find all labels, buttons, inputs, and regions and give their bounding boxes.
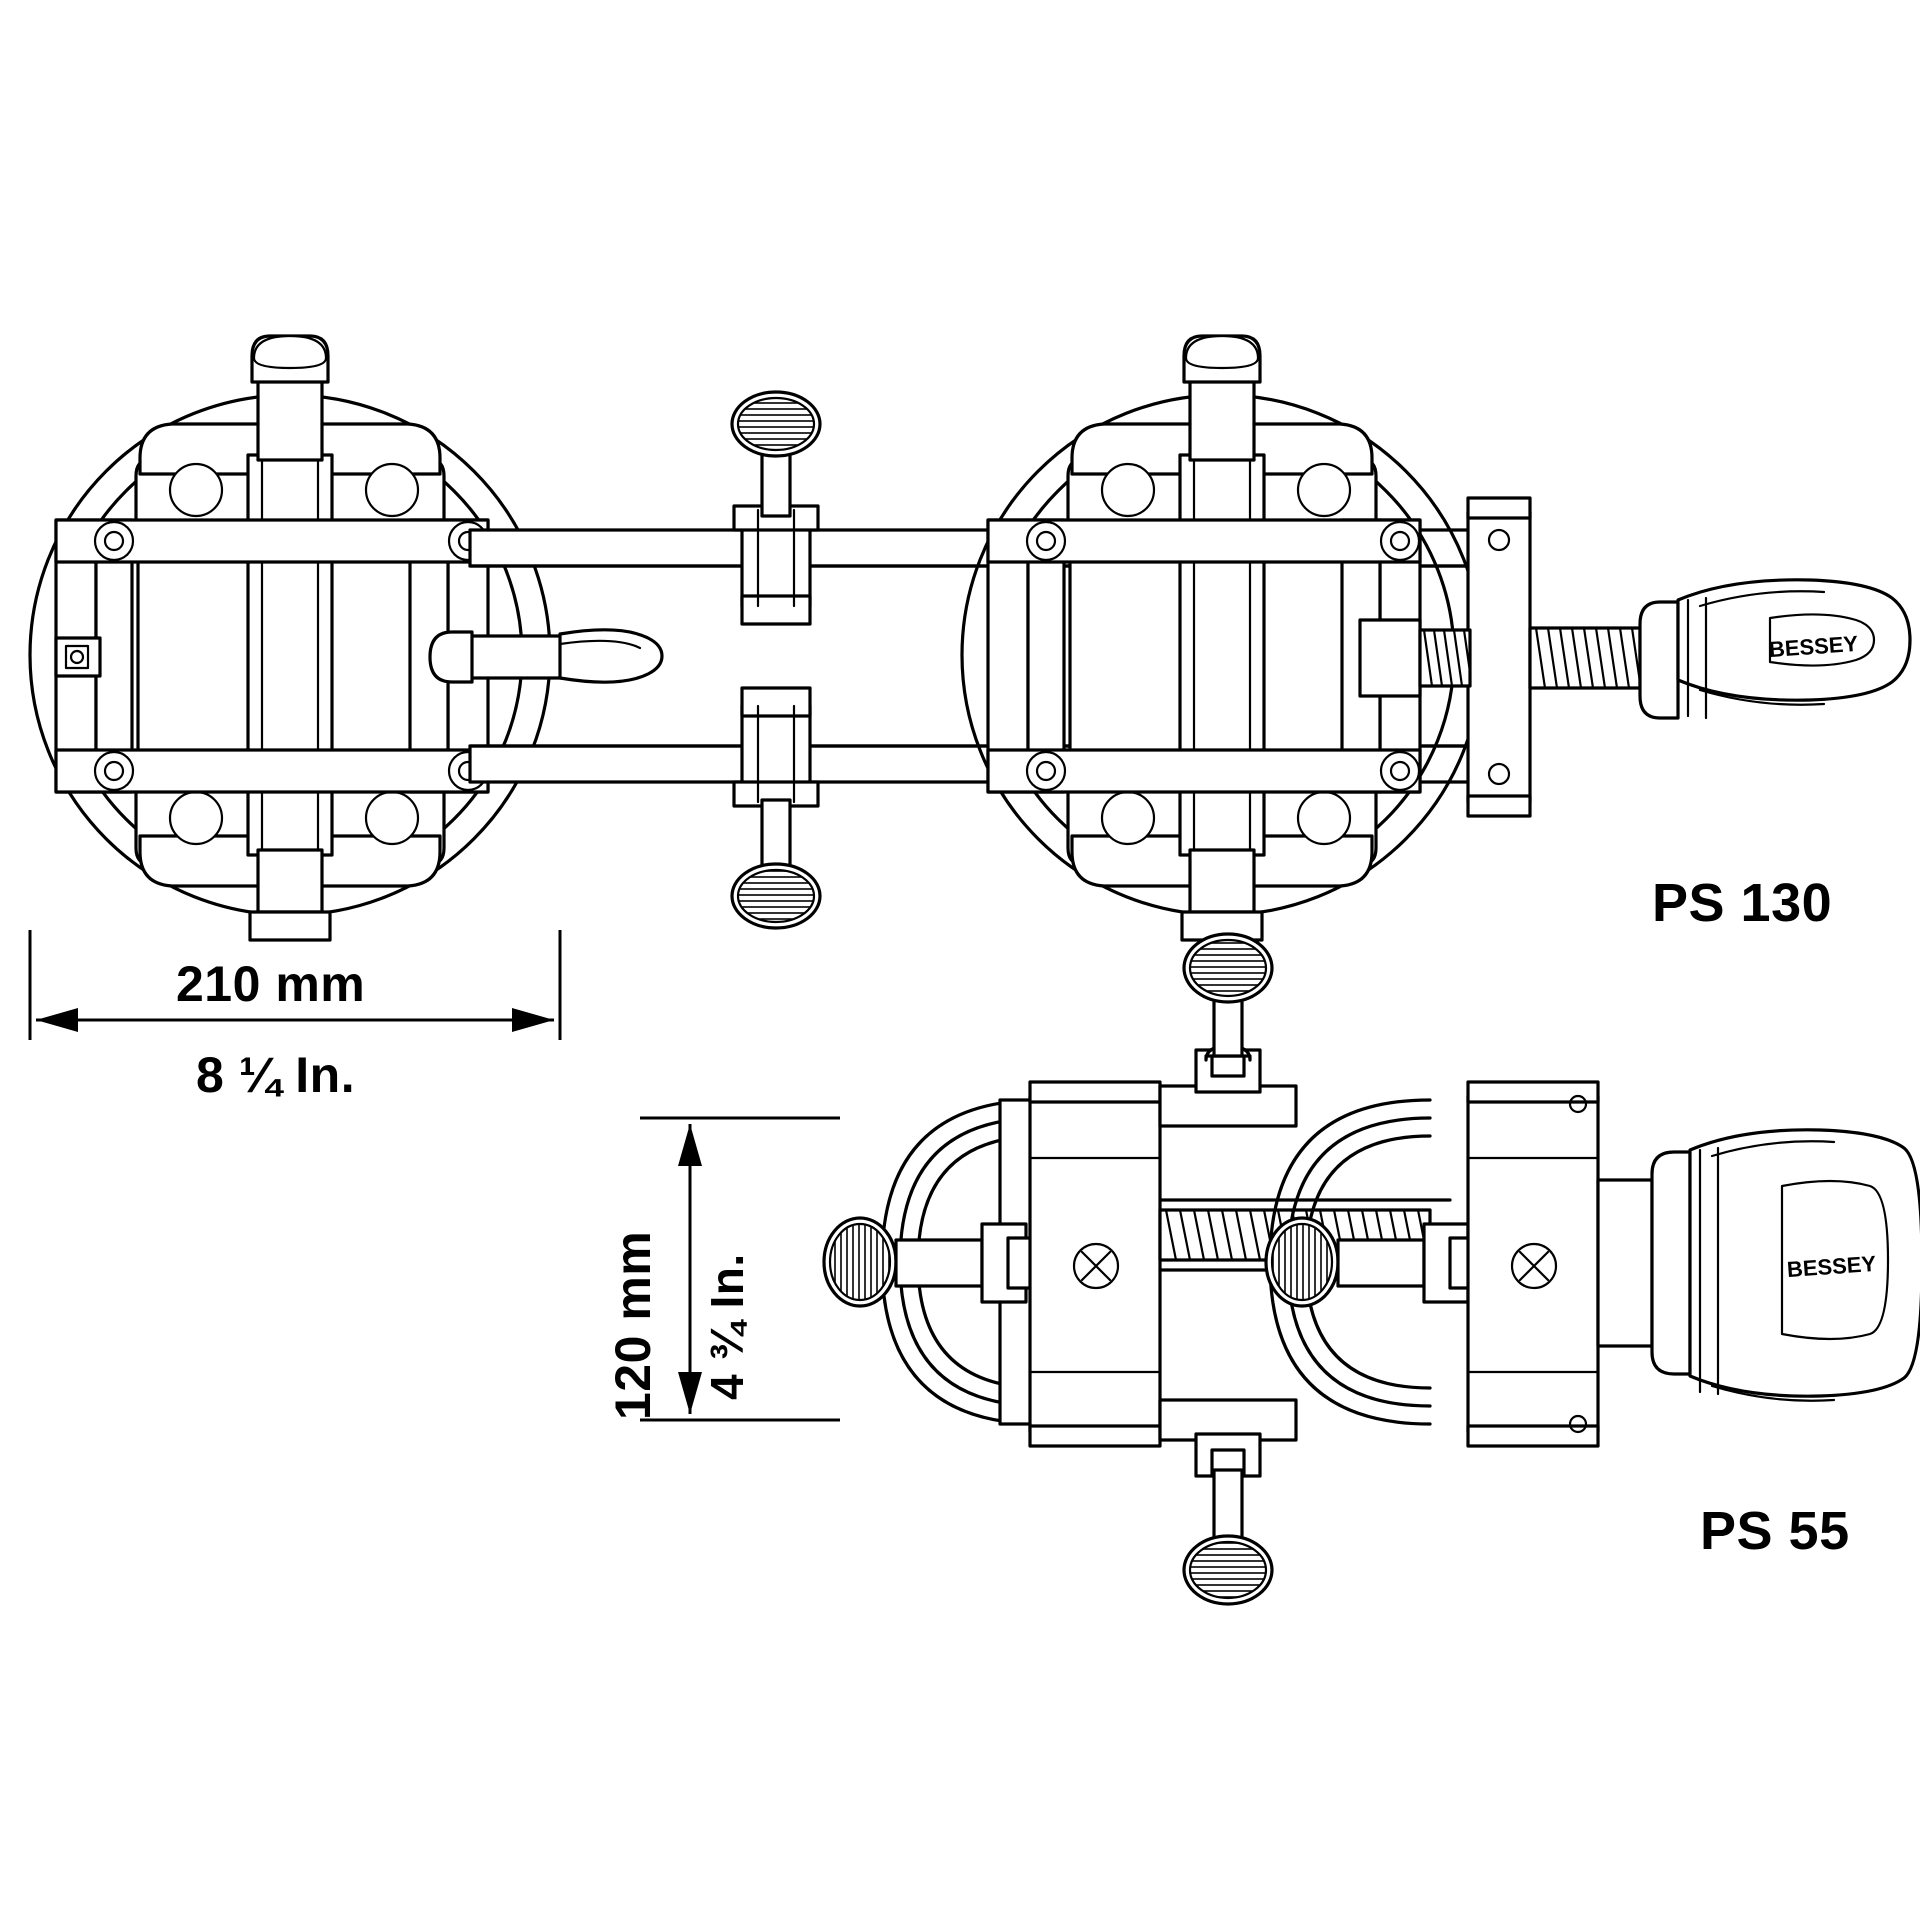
ps55-handle: BESSEY <box>1596 1128 1920 1402</box>
ps130-right-frame <box>986 518 1422 794</box>
svg-text:BESSEY: BESSEY <box>1768 631 1859 662</box>
ps55-right-block <box>1466 1080 1600 1448</box>
ps55-pad-bottom <box>1158 1398 1298 1606</box>
ps55-left-block <box>1028 1080 1162 1448</box>
ps55-drawing: BESSEY <box>640 932 1920 1606</box>
model-label-ps130: PS 130 <box>1652 873 1833 933</box>
ps130-pad-top <box>730 390 822 626</box>
ps55-right-cup <box>1264 1098 1478 1426</box>
dimension-120-mm: 120 mm <box>605 1230 661 1420</box>
ps130-width-dimension <box>28 930 562 1040</box>
ps130-drawing: BESSEY <box>28 334 1912 1040</box>
ps55-pad-top <box>1158 932 1298 1128</box>
ps55-height-dimension <box>640 1116 840 1422</box>
ps55-left-cup <box>822 1098 1052 1426</box>
svg-text:BESSEY: BESSEY <box>1786 1251 1877 1282</box>
model-label-ps55: PS 55 <box>1700 1501 1850 1561</box>
ps130-pad-bottom <box>730 686 822 930</box>
ps130-lever <box>428 628 664 684</box>
ps130-spindle-handle: BESSEY <box>1358 496 1912 818</box>
dimension-4-three-quarter-inch: 4 ¾ In. <box>701 1253 753 1400</box>
dimension-210-mm: 210 mm <box>176 956 366 1012</box>
dimension-8-quarter-inch: 8 ¼ In. <box>196 1047 356 1103</box>
